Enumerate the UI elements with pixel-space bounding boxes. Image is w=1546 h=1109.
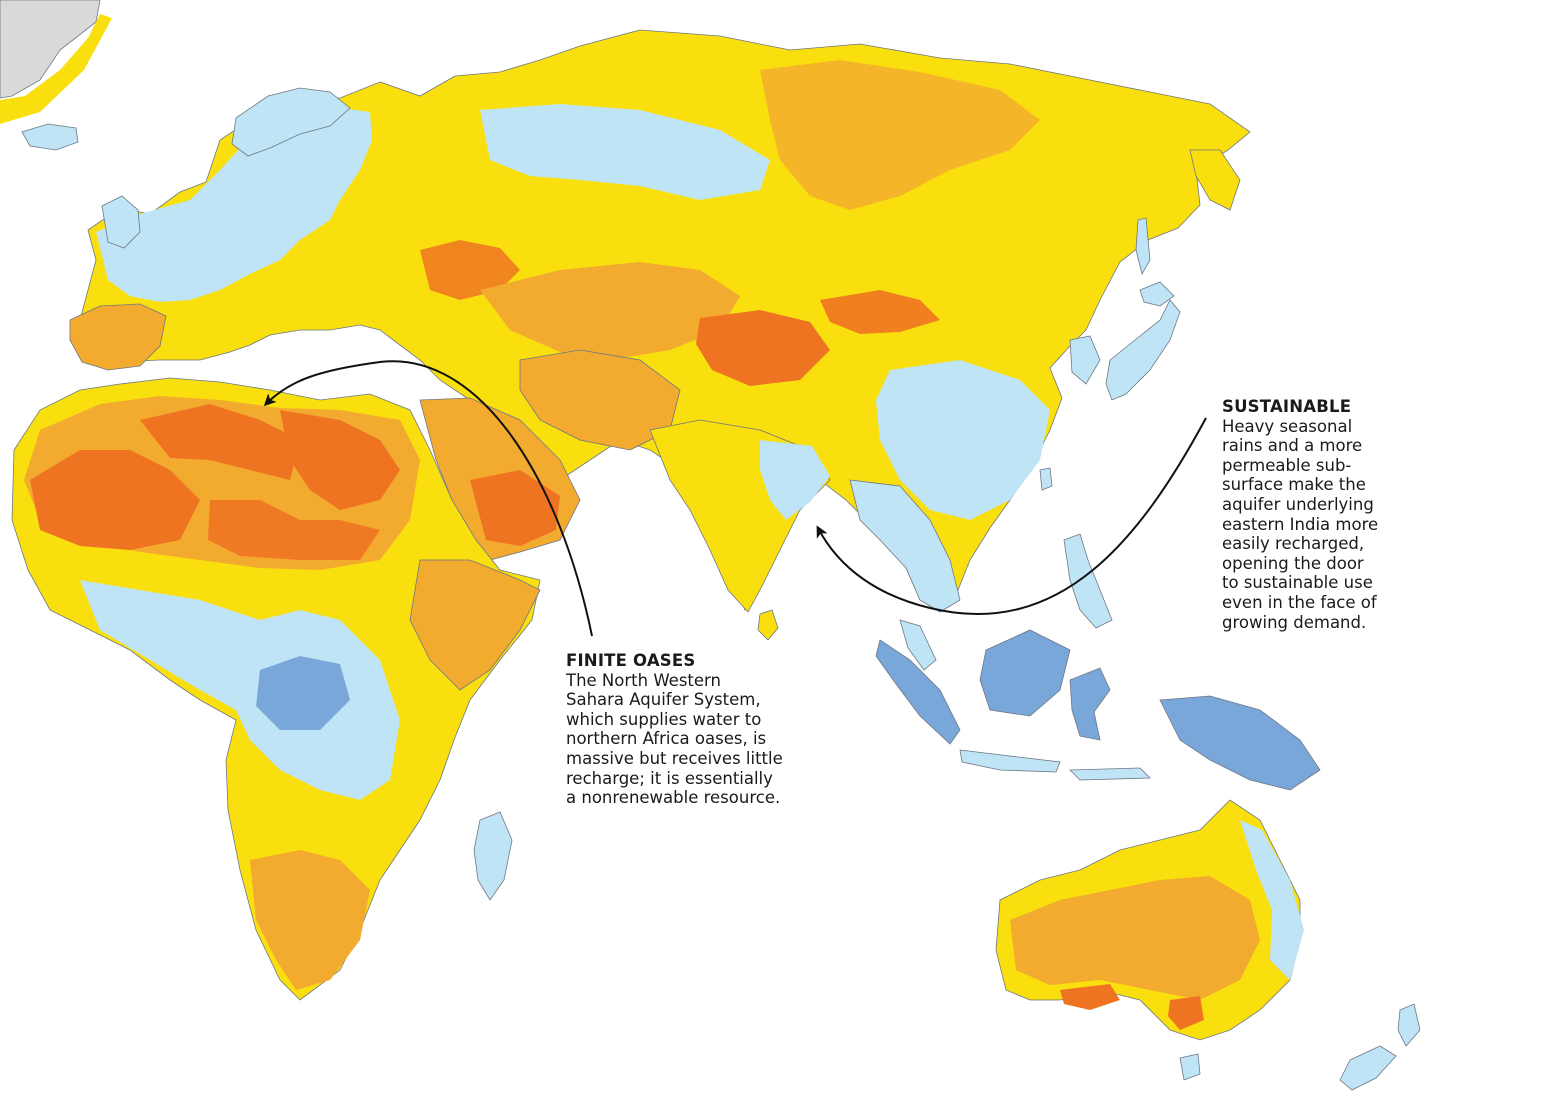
southern-africa-low (250, 850, 370, 990)
sahel-very-low (208, 500, 380, 560)
java (959, 749, 1061, 773)
indochina (849, 479, 961, 613)
tasmania (1179, 1053, 1201, 1081)
sustainable-title: SUSTAINABLE (1222, 397, 1352, 416)
siberia-low (760, 60, 1040, 210)
kazakh-very-low (420, 240, 520, 300)
greenland-ice (0, 0, 101, 99)
scandinavia (231, 87, 351, 157)
philippines (1063, 533, 1113, 629)
greenland (0, 0, 112, 124)
taiwan (1039, 467, 1053, 491)
australia-low-interior (1010, 876, 1260, 1000)
new-zealand-north (1397, 1003, 1421, 1047)
new-zealand-south (1339, 1045, 1397, 1091)
congo-very-high (256, 656, 350, 730)
china-high-zone (876, 360, 1050, 520)
sahara-very-low-center (140, 404, 300, 480)
korea (1069, 335, 1101, 385)
gobi-streaks (820, 290, 940, 334)
australia-very-low-south (1060, 984, 1120, 1010)
japan (1105, 299, 1181, 401)
madagascar (473, 811, 513, 901)
kamchatka (1189, 149, 1241, 211)
lesser-sunda (1069, 767, 1151, 781)
sakhalin (1135, 217, 1151, 276)
russia-high-zone (480, 104, 770, 200)
taklamakan-very-low (696, 310, 830, 386)
europe-high-zone (96, 108, 372, 302)
sustainable-callout: SUSTAINABLE Heavy seasonal rains and a m… (1222, 397, 1412, 632)
british-isles (101, 195, 141, 249)
sri-lanka (757, 609, 779, 641)
finite-oases-arrow (263, 360, 593, 637)
borneo (979, 629, 1071, 717)
central-africa-high (80, 580, 400, 800)
malay-peninsula (899, 619, 937, 671)
horn-of-africa (409, 559, 541, 691)
australia-east-high (1240, 820, 1304, 980)
finite-oases-body: The North Western Sahara Aquifer System,… (566, 670, 783, 808)
central-asia-low (480, 262, 740, 360)
finite-oases-title: FINITE OASES (566, 651, 696, 670)
eastern-india-high (760, 440, 830, 520)
new-guinea (1159, 695, 1321, 791)
hokkaido (1139, 281, 1175, 307)
sulawesi (1069, 667, 1111, 741)
iceland (21, 123, 79, 151)
australia-very-low-se (1168, 996, 1204, 1030)
arabia-very-low (470, 470, 560, 546)
sahara-very-low-west (30, 450, 200, 550)
sustainable-body: Heavy seasonal rains and a more permeabl… (1222, 416, 1379, 632)
finite-oases-callout: FINITE OASES The North Western Sahara Aq… (566, 651, 836, 808)
greenland-coast (0, 14, 112, 124)
sahara-very-low-east (280, 410, 400, 510)
sumatra (875, 639, 961, 745)
sustainable-arrow (816, 417, 1207, 615)
iberia (69, 303, 167, 371)
iran-afghan (519, 349, 681, 451)
